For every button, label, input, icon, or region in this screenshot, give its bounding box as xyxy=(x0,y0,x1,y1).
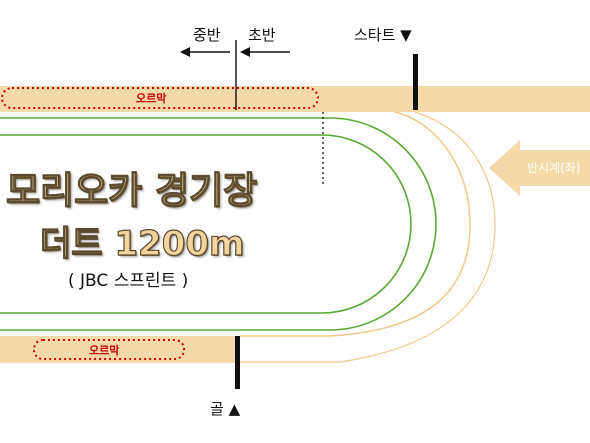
title-line-1: 모리오카 경기장 xyxy=(5,168,258,212)
rail-inner-green xyxy=(0,134,412,314)
start-post xyxy=(413,54,418,110)
label-uphill-top: 오르막 xyxy=(136,92,167,105)
goal-post xyxy=(235,336,240,389)
uphill-zone-bottom xyxy=(33,339,185,360)
label-uphill-bottom: 오르막 xyxy=(89,344,120,357)
arrow-middle-head xyxy=(180,47,190,57)
label-start: 스타트 ▼ xyxy=(354,26,412,44)
label-middle: 중반 xyxy=(193,26,221,44)
label-goal: 골 ▲ xyxy=(210,400,241,418)
track-surface xyxy=(0,112,432,336)
label-early: 초반 xyxy=(248,26,276,44)
rail-outer-green xyxy=(0,117,437,331)
subtitle: ( JBC 스프린트 ) xyxy=(68,271,189,291)
uphill-zone-top xyxy=(1,87,319,109)
title-line-2: 더트 1200m xyxy=(39,223,245,264)
outer-rail xyxy=(240,111,471,337)
arrow-early-head xyxy=(240,47,250,57)
label-direction: 반시계(좌) xyxy=(527,161,581,175)
outer-rail-extension xyxy=(240,111,496,363)
direction-arrow xyxy=(489,140,590,196)
